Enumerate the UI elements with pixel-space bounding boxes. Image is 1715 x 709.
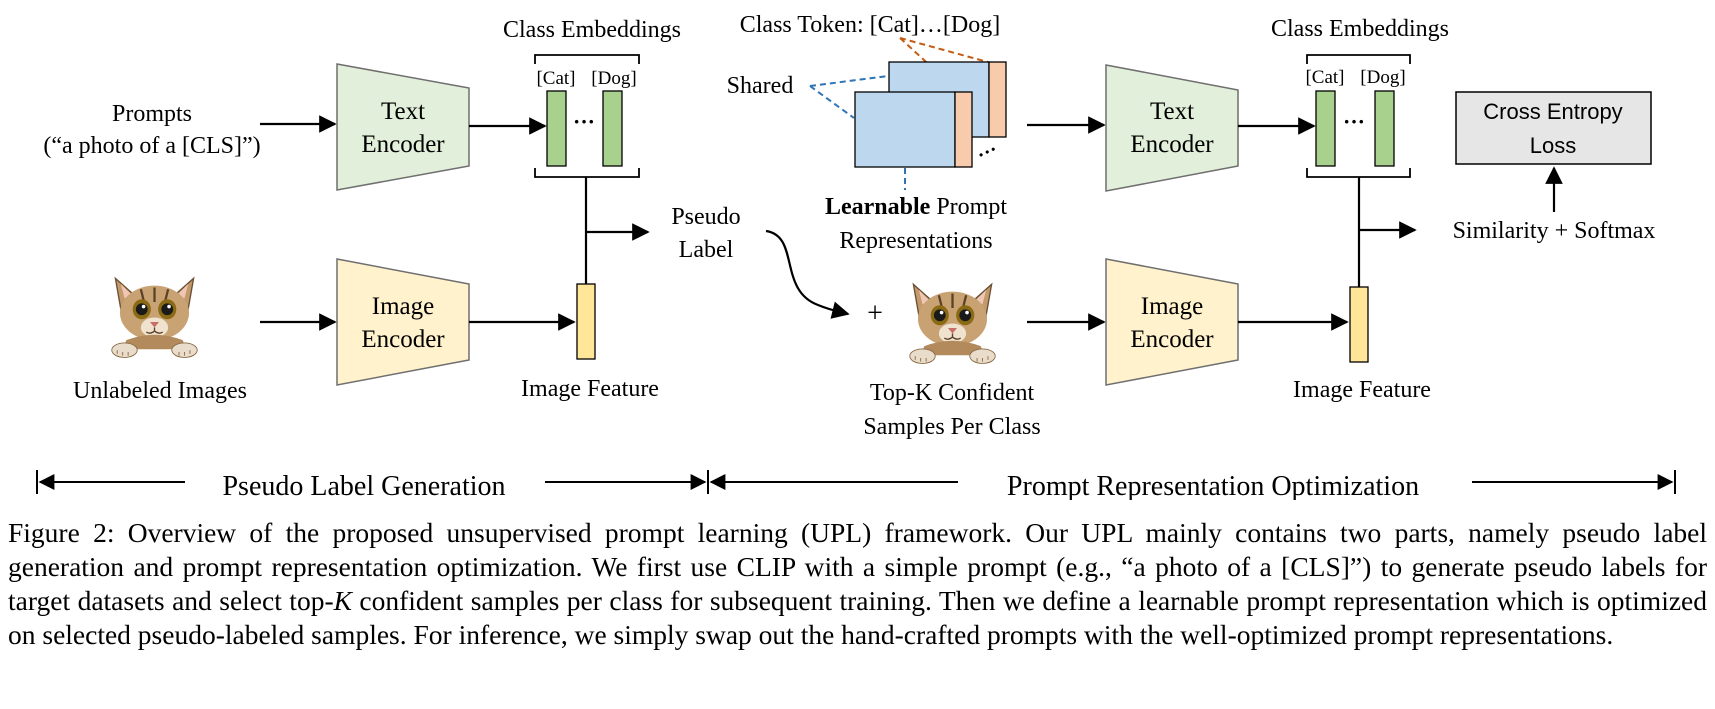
svg-text:Prompts: Prompts [112,101,192,127]
embeddings-bottom-bracket-right [1306,168,1411,178]
top-k-samples-label: Top-K Confident [870,380,1035,406]
image-feature-right-label: Image Feature [1293,377,1431,403]
svg-text:[Dog]: [Dog] [1360,67,1405,88]
svg-text:(“a photo of a [CLS]”): (“a photo of a [CLS]”) [43,133,260,159]
svg-text:Label: Label [679,237,734,263]
image-encoder-left [336,258,470,386]
cat-embedding-left [546,90,567,167]
shared-label: Shared [727,73,794,99]
text-encoder-right [1105,64,1239,192]
cross-entropy-loss-box [1455,91,1652,165]
stage-pseudo-label-generation: Pseudo Label Generation [222,471,505,500]
svg-text:[Dog]: [Dog] [591,68,636,89]
cat-embedding-right [1315,90,1336,167]
text-encoder-left-label: Text [381,98,425,125]
svg-text:Encoder: Encoder [361,131,445,158]
dog-embedding-left [602,90,623,167]
cat-image-left [110,277,199,359]
image-feature-left [576,283,596,360]
svg-text:[Cat]: [Cat] [536,68,575,89]
embeddings-top-bracket-left [534,54,640,64]
cross-entropy-loss-label: Cross Entropy [1483,99,1622,124]
image-encoder-right [1105,258,1239,386]
dog-embedding-right [1374,90,1395,167]
figure-caption: Figure 2: Overview of the proposed unsup… [8,517,1708,650]
svg-text:Encoder: Encoder [1130,131,1214,158]
class-embeddings-title-left: Class Embeddings [503,17,681,43]
image-encoder-right-label: Image [1141,293,1203,320]
svg-text:[Cat]: [Cat] [1305,67,1344,88]
prompts-label: Prompts (“a photo of a [CLS]”) [43,101,260,159]
image-encoder-left-label: Image [372,293,434,320]
svg-text:Encoder: Encoder [1130,326,1214,353]
cat-image-samples [908,283,997,365]
similarity-softmax-label: Similarity + Softmax [1453,218,1656,244]
class-token-label: Class Token: [Cat]…[Dog] [740,12,1001,38]
class-embeddings-title-right: Class Embeddings [1271,16,1449,42]
image-feature-left-label: Image Feature [521,376,659,402]
class-token-back [988,61,1007,138]
unlabeled-images-label: Unlabeled Images [73,378,247,404]
embeddings-top-bracket-right [1306,54,1411,64]
arrow-pseudo-label-to-samples [765,229,850,319]
image-feature-right [1349,286,1369,363]
stage-timeline [36,470,1676,494]
svg-text:···: ··· [974,138,1001,166]
learnable-prompt-label: Learnable Prompt [825,194,1007,220]
class-token-front [954,91,973,168]
stage-prompt-representation-optimization: Prompt Representation Optimization [1007,471,1419,500]
svg-text:Representations: Representations [839,228,992,254]
pseudo-label: Pseudo [671,204,740,230]
svg-text:···: ··· [1343,109,1365,134]
svg-text:Encoder: Encoder [361,326,445,353]
text-encoder-right-label: Text [1150,98,1194,125]
upl-framework-diagram: Prompts (“a photo of a [CLS]”) Text Enco… [36,12,1676,500]
plus-sign: + [867,298,883,329]
text-encoder-left [336,63,470,191]
embeddings-bottom-bracket-left [534,168,640,178]
svg-text:Loss: Loss [1530,133,1576,158]
svg-text:Samples Per Class: Samples Per Class [863,414,1040,440]
prompt-representation-front [854,91,956,168]
svg-text:···: ··· [573,109,595,134]
